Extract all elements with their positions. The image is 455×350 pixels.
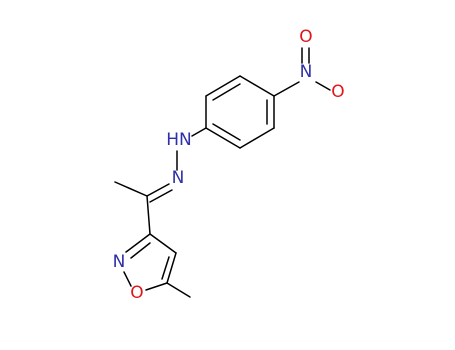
atom-isoxazole-n: N bbox=[113, 252, 126, 272]
bond-n-c-double-a bbox=[146, 183, 170, 197]
bond-ring-bottom-right bbox=[239, 127, 275, 149]
bond-c5-o bbox=[145, 282, 168, 291]
bond-n-c-double-b bbox=[149, 189, 173, 203]
bond-ring-inner-3 bbox=[212, 123, 241, 141]
bond-c4-c5 bbox=[166, 252, 177, 284]
atom-nitro-n: N bbox=[300, 62, 313, 82]
bond-ring-to-nh bbox=[191, 127, 207, 137]
bonds bbox=[114, 47, 331, 298]
bond-c-methyl bbox=[114, 181, 148, 197]
bond-c-to-isoxazole bbox=[146, 195, 151, 235]
bond-n-c3-inner bbox=[130, 242, 151, 259]
atom-labels: N O O HN N N O bbox=[113, 27, 345, 303]
atom-hydrazone-nh: HN bbox=[166, 130, 192, 150]
atom-isoxazole-o: O bbox=[130, 283, 143, 303]
atom-hydrazone-n: N bbox=[172, 168, 185, 188]
bond-n-c3 bbox=[125, 233, 151, 253]
bond-nitro-o-right bbox=[315, 81, 331, 91]
bond-ring-top-left bbox=[205, 75, 241, 97]
atom-nitro-o-right: O bbox=[331, 82, 344, 102]
bond-c4-c5-inner bbox=[161, 256, 170, 280]
bond-c3-c4 bbox=[149, 233, 177, 254]
atom-nitro-o-top: O bbox=[299, 27, 312, 47]
bond-ring-inner-1 bbox=[212, 83, 241, 101]
bond-o-n bbox=[123, 271, 132, 287]
bond-ring-to-nitro bbox=[273, 81, 300, 97]
bond-ring-bottom-left bbox=[205, 127, 241, 149]
bond-ring-top-right bbox=[239, 75, 275, 97]
bond-c5-methyl bbox=[166, 282, 191, 298]
